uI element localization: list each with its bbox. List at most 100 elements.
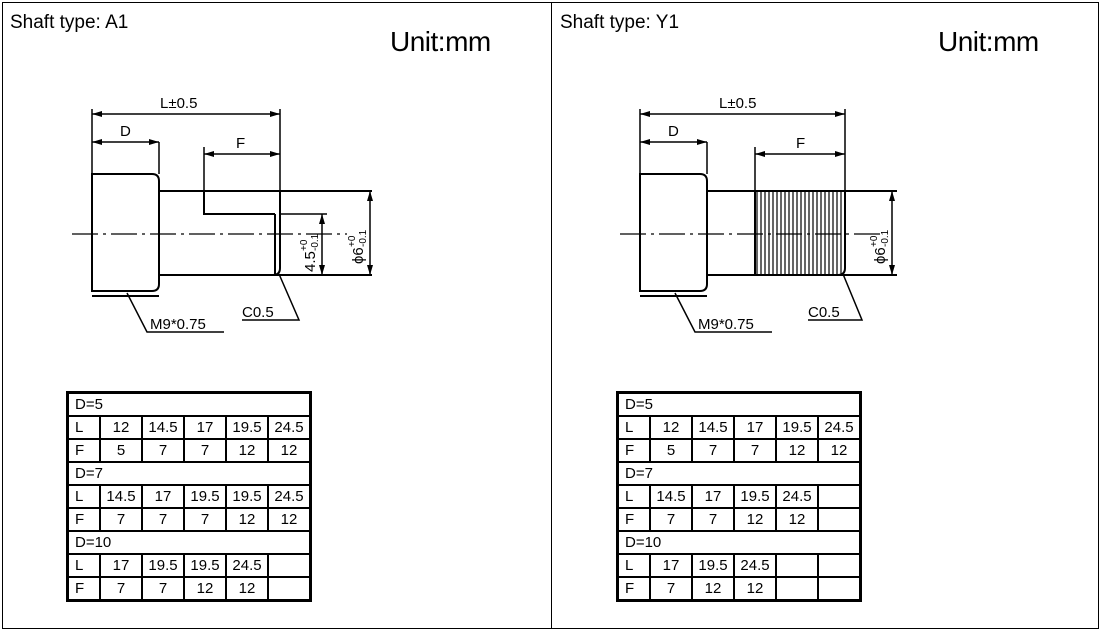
d-flat-step bbox=[203, 191, 275, 215]
table-cell: 7 bbox=[141, 438, 185, 463]
table-row: F 7 7 12 12 bbox=[616, 507, 862, 532]
row-key: L bbox=[616, 415, 651, 440]
table-cell: 17 bbox=[99, 553, 143, 578]
row-key: L bbox=[66, 553, 101, 578]
dia-tol-lower: -0.1 bbox=[880, 229, 891, 247]
table-cell bbox=[817, 484, 862, 509]
small-dia-tol-lower: -0.1 bbox=[310, 233, 321, 251]
table-row: F 7 7 12 12 bbox=[66, 576, 312, 602]
table-cell: 7 bbox=[649, 507, 693, 532]
table-cell: 12 bbox=[733, 576, 777, 602]
d-label: D bbox=[120, 123, 131, 140]
shaft-end-chamfer bbox=[272, 191, 281, 276]
row-key: F bbox=[616, 576, 651, 602]
table-cell: 24.5 bbox=[267, 484, 312, 509]
table-group-header: D=10 bbox=[66, 530, 312, 555]
table-row: L 14.5 17 19.5 24.5 bbox=[616, 484, 862, 509]
length-label: L±0.5 bbox=[160, 95, 197, 112]
row-key: F bbox=[66, 576, 101, 602]
panel-shaft-a1: Shaft type: A1 Unit:mm bbox=[2, 2, 551, 629]
thread-leader bbox=[126, 292, 224, 333]
dia-tol-upper: +0 bbox=[869, 235, 880, 247]
table-cell: 19.5 bbox=[691, 553, 735, 578]
table-cell: 12 bbox=[225, 576, 269, 602]
table-row: F 5 7 7 12 12 bbox=[66, 438, 312, 463]
table-cell: 17 bbox=[649, 553, 693, 578]
shaft-a1-drawing: L±0.5 D F M9*0.75 C0.5 4.5 +0 -0.1 ϕ6 +0… bbox=[72, 95, 373, 333]
table-cell: 19.5 bbox=[141, 553, 185, 578]
shaft-head bbox=[91, 173, 160, 292]
d-label: D bbox=[668, 123, 679, 140]
group-header: D=5 bbox=[66, 391, 312, 417]
table-cell: 12 bbox=[267, 507, 312, 532]
shaft-y1-drawing: L±0.5 D F M9*0.75 C0.5 ϕ6 +0 -0.1 bbox=[620, 95, 897, 333]
table-cell: 12 bbox=[691, 576, 735, 602]
group-header: D=5 bbox=[616, 391, 862, 417]
row-key: F bbox=[66, 507, 101, 532]
f-label: F bbox=[796, 135, 805, 152]
group-header: D=10 bbox=[616, 530, 862, 555]
table-cell: 17 bbox=[141, 484, 185, 509]
f-label: F bbox=[236, 135, 245, 152]
table-cell: 7 bbox=[99, 507, 143, 532]
dia-tol-lower: -0.1 bbox=[358, 229, 369, 247]
table-row: L 17 19.5 19.5 24.5 bbox=[66, 553, 312, 578]
group-header: D=7 bbox=[616, 461, 862, 486]
table-group-header: D=10 bbox=[616, 530, 862, 555]
table-cell bbox=[775, 576, 819, 602]
table-cell: 12 bbox=[267, 438, 312, 463]
row-key: L bbox=[616, 484, 651, 509]
table-cell: 7 bbox=[141, 507, 185, 532]
table-group-header: D=5 bbox=[616, 391, 862, 417]
dimension-table: D=5 L 12 14.5 17 19.5 24.5 F 5 7 7 12 12… bbox=[616, 391, 862, 602]
table-row: L 12 14.5 17 19.5 24.5 bbox=[616, 415, 862, 440]
dia-label: ϕ6 bbox=[872, 247, 889, 264]
table-cell bbox=[267, 553, 312, 578]
thread-label: M9*0.75 bbox=[698, 316, 754, 333]
table-cell: 12 bbox=[99, 415, 143, 440]
table-row: L 14.5 17 19.5 19.5 24.5 bbox=[66, 484, 312, 509]
table-group-header: D=7 bbox=[616, 461, 862, 486]
unit-label: Unit:mm bbox=[390, 26, 491, 57]
table-cell: 7 bbox=[183, 438, 227, 463]
chamfer-leader bbox=[808, 273, 864, 321]
group-header: D=7 bbox=[66, 461, 312, 486]
row-key: L bbox=[66, 484, 101, 509]
unit-label: Unit:mm bbox=[938, 26, 1039, 57]
table-cell: 19.5 bbox=[775, 415, 819, 440]
table-cell: 14.5 bbox=[691, 415, 735, 440]
panel-shaft-y1: Shaft type: Y1 Unit:mm bbox=[551, 2, 1099, 629]
table-row: F 7 7 7 12 12 bbox=[66, 507, 312, 532]
chamfer-leader bbox=[242, 273, 301, 321]
row-key: L bbox=[616, 553, 651, 578]
table-cell: 24.5 bbox=[225, 553, 269, 578]
table-cell: 24.5 bbox=[267, 415, 312, 440]
table-cell: 5 bbox=[99, 438, 143, 463]
table-cell: 17 bbox=[183, 415, 227, 440]
table-row: F 5 7 7 12 12 bbox=[616, 438, 862, 463]
table-cell: 17 bbox=[691, 484, 735, 509]
table-group-header: D=5 bbox=[66, 391, 312, 417]
small-dia-label: 4.5 bbox=[302, 251, 319, 272]
knurled-section bbox=[755, 191, 843, 275]
table-cell bbox=[267, 576, 312, 602]
shaft-type-title: Shaft type: A1 bbox=[10, 12, 129, 33]
table-cell: 12 bbox=[733, 507, 777, 532]
dia-tol-upper: +0 bbox=[347, 235, 358, 247]
table-cell: 7 bbox=[99, 576, 143, 602]
table-cell: 14.5 bbox=[649, 484, 693, 509]
table-cell: 14.5 bbox=[141, 415, 185, 440]
table-cell: 7 bbox=[733, 438, 777, 463]
shaft-end-chamfer bbox=[837, 191, 846, 276]
table-cell: 12 bbox=[183, 576, 227, 602]
table-cell: 7 bbox=[691, 438, 735, 463]
table-cell: 14.5 bbox=[99, 484, 143, 509]
table-cell: 19.5 bbox=[225, 415, 269, 440]
table-cell: 19.5 bbox=[183, 484, 227, 509]
table-cell: 5 bbox=[649, 438, 693, 463]
table-cell: 12 bbox=[225, 507, 269, 532]
row-key: F bbox=[66, 438, 101, 463]
group-header: D=10 bbox=[66, 530, 312, 555]
shaft-type-title: Shaft type: Y1 bbox=[560, 12, 680, 33]
